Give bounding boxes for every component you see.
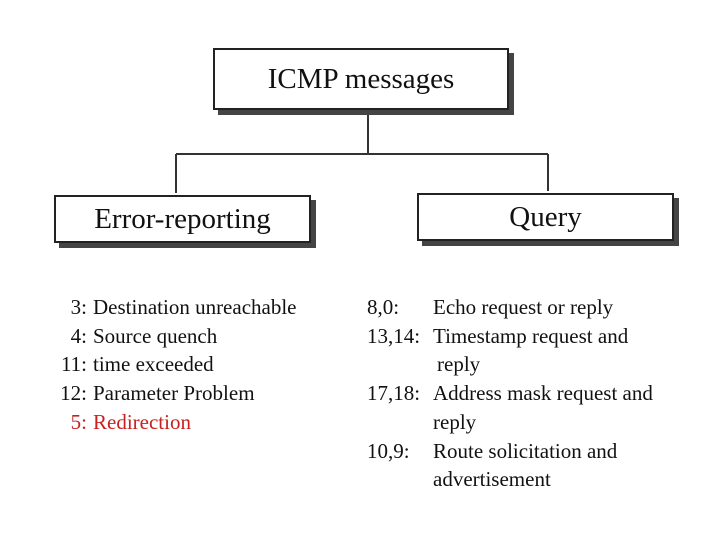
error-reporting-label: Error-reporting bbox=[94, 202, 271, 235]
list-item: 13,14: Timestamp request and reply bbox=[367, 322, 693, 379]
description-continuation: advertisement bbox=[433, 467, 551, 492]
message-code: 5: bbox=[70, 409, 87, 434]
root-node-icmp-messages: ICMP messages bbox=[213, 48, 509, 110]
query-label: Query bbox=[509, 200, 582, 233]
message-code: 13,14: bbox=[367, 323, 421, 348]
description-line: Address mask request and bbox=[433, 381, 653, 406]
list-item: 4: Source quench bbox=[50, 322, 297, 351]
message-description: Parameter Problem bbox=[93, 381, 255, 406]
query-list: 8,0: Echo request or reply 13,14: Timest… bbox=[367, 293, 693, 494]
list-item: 17,18: Address mask request and reply bbox=[367, 379, 693, 436]
message-description: Echo request or reply bbox=[433, 293, 693, 322]
branch-node-query: Query bbox=[417, 193, 674, 241]
message-code: 11: bbox=[60, 352, 87, 377]
error-reporting-list: 3: Destination unreachable 4: Source que… bbox=[50, 293, 297, 437]
message-code: 3: bbox=[70, 295, 87, 319]
list-item: 8,0: Echo request or reply bbox=[367, 293, 693, 322]
message-description: Address mask request and reply bbox=[433, 379, 693, 436]
list-item: 12: Parameter Problem bbox=[50, 379, 297, 408]
description-line: Route solicitation and bbox=[433, 438, 618, 463]
message-code: 8,0: bbox=[367, 295, 400, 319]
list-item: 3: Destination unreachable bbox=[50, 293, 297, 322]
message-description: Timestamp request and reply bbox=[433, 322, 693, 379]
list-item: 10,9: Route solicitation and advertiseme… bbox=[367, 437, 693, 494]
message-code: 17,18: bbox=[367, 381, 421, 406]
message-description: time exceeded bbox=[93, 352, 214, 377]
description-line: Echo request or reply bbox=[433, 295, 614, 319]
description-continuation: reply bbox=[437, 352, 481, 377]
message-description: Destination unreachable bbox=[93, 295, 297, 319]
list-item: 11: time exceeded bbox=[50, 350, 297, 379]
description-line: Timestamp request and bbox=[433, 323, 629, 348]
message-description: Route solicitation and advertisement bbox=[433, 437, 693, 494]
message-code: 4: bbox=[70, 323, 87, 348]
message-description: Source quench bbox=[93, 323, 218, 348]
message-code: 12: bbox=[60, 381, 87, 406]
message-code: 10,9: bbox=[367, 438, 410, 463]
root-node-label: ICMP messages bbox=[267, 62, 455, 95]
list-item-highlighted: 5: Redirection bbox=[50, 408, 297, 437]
message-description: Redirection bbox=[93, 409, 191, 434]
description-continuation: reply bbox=[433, 409, 477, 434]
branch-node-error-reporting: Error-reporting bbox=[54, 195, 311, 243]
